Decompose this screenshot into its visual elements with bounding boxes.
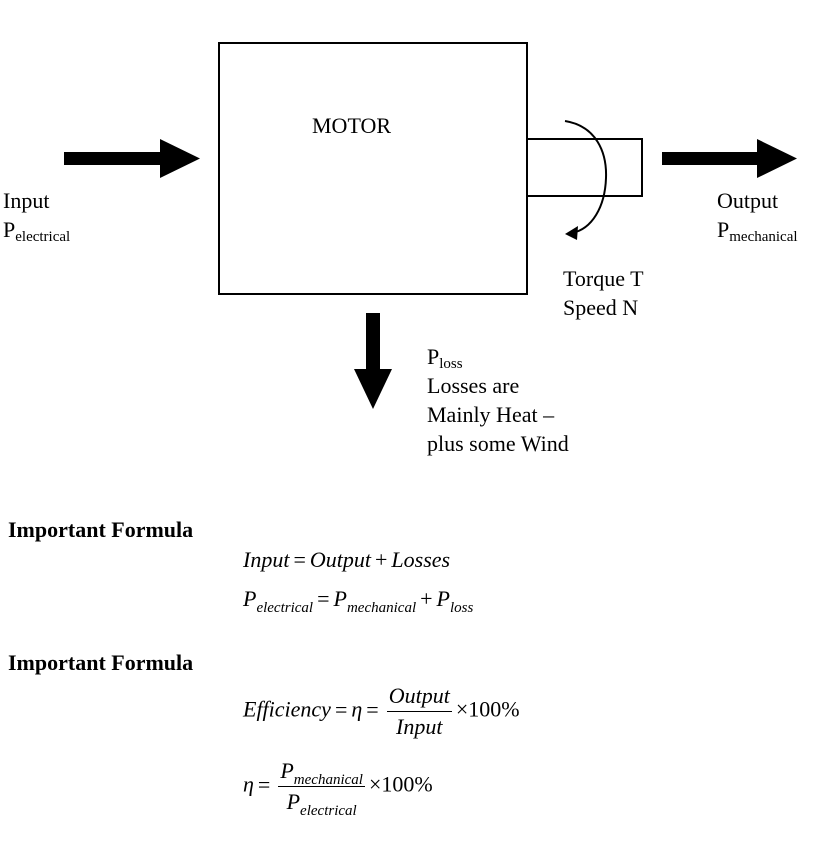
motor-box [218, 42, 528, 295]
torque-text: Torque T [563, 266, 644, 291]
loss-description-line: plus some Wind [427, 431, 569, 456]
loss-power-symbol: Ploss [427, 344, 463, 372]
input-text: Input [3, 188, 50, 213]
power-symbol-equation: Pelectrical=Pmechanical+Ploss [243, 586, 474, 616]
motor-label: MOTOR [312, 113, 392, 138]
formula-heading: Important Formula [8, 650, 194, 675]
output-arrow-icon [662, 139, 797, 178]
input-power-symbol: Pelectrical [3, 217, 71, 245]
input-label: Input Pelectrical [3, 186, 71, 245]
speed-text: Speed N [563, 295, 639, 320]
loss-label: Ploss Losses are Mainly Heat – plus some… [427, 342, 569, 458]
output-power-subscript: mechanical [729, 229, 798, 245]
rotation-arrow-icon [564, 120, 608, 234]
loss-arrow-icon [354, 313, 392, 409]
motor-diagram [64, 42, 797, 409]
formula-heading: Important Formula [8, 517, 194, 542]
loss-description-line: Mainly Heat – [427, 402, 555, 427]
input-power-subscript: electrical [15, 229, 71, 245]
output-text: Output [717, 188, 779, 213]
output-power-symbol: Pmechanical [717, 217, 798, 245]
output-label: Output Pmechanical [717, 186, 798, 245]
rotation-arrowhead-icon [565, 226, 578, 240]
loss-power-subscript: loss [439, 356, 463, 372]
shaft-label: Torque T Speed N [563, 264, 644, 322]
input-arrow-icon [64, 139, 200, 178]
power-balance-equation: Input=Output+Losses [243, 547, 451, 572]
motor-shaft [526, 138, 643, 197]
loss-description-line: Losses are [427, 373, 520, 398]
